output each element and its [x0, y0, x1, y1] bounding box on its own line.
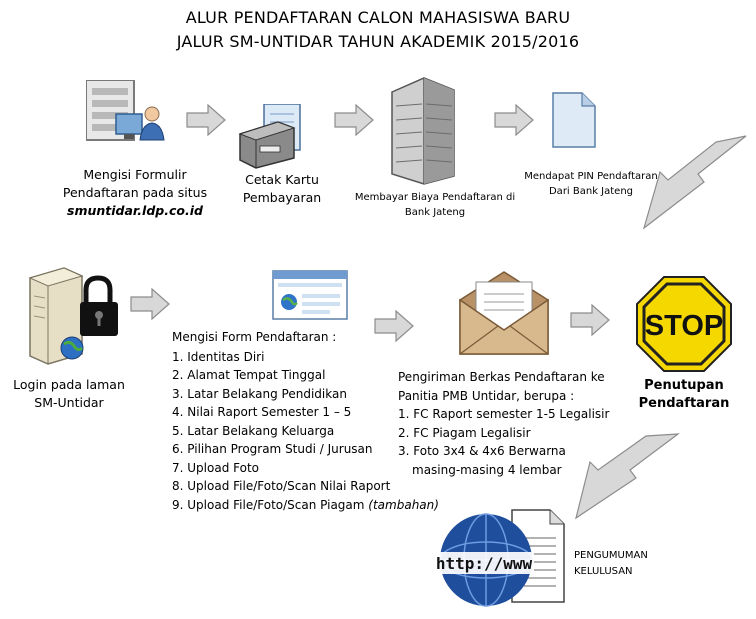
arrow-close-to-announce	[570, 430, 682, 522]
step-send-line1: Pengiriman Berkas Pendaftaran ke	[398, 370, 605, 384]
arrow-fill-to-send	[374, 310, 414, 342]
browser-window-icon	[272, 270, 348, 320]
step-card-label: Cetak Kartu Pembayaran	[242, 172, 322, 205]
step-send-block: Pengiriman Berkas Pendaftaran ke Panitia…	[398, 368, 609, 479]
step-pay-label: Membayar Biaya Pendaftaran di Bank Jaten…	[354, 192, 516, 218]
diagram-title-line1: ALUR PENDAFTARAN CALON MAHASISWA BARU	[185, 8, 571, 27]
list-item: 9. Upload File/Foto/Scan Piagam (tambaha…	[172, 497, 439, 512]
globe-url-text: http://www	[436, 554, 533, 573]
arrow-pay-to-pin	[494, 104, 534, 136]
arrow-pin-to-login	[640, 132, 750, 232]
form-site-url: smuntidar.ldp.co.id	[67, 203, 203, 218]
list-item: 2. FC Piagam Legalisir	[398, 425, 531, 440]
list-item: 6. Pilihan Program Studi / Jurusan	[172, 442, 373, 456]
server-lock-icon	[26, 262, 126, 366]
stop-sign-text: STOP	[645, 310, 723, 342]
step-fill-block: Mengisi Form Pendaftaran : 1. Identitas …	[172, 328, 439, 514]
diagram-title-line2: JALUR SM-UNTIDAR TAHUN AKADEMIK 2015/201…	[176, 32, 580, 51]
arrow-card-to-pay	[334, 104, 374, 136]
step-fill-heading: Mengisi Form Pendaftaran :	[172, 330, 337, 344]
step-login-label: Login pada laman SM-Untidar	[13, 377, 125, 410]
envelope-icon	[458, 270, 550, 356]
list-item: 4. Nilai Raport Semester 1 – 5	[172, 405, 352, 419]
list-item: 8. Upload File/Foto/Scan Nilai Raport	[172, 479, 391, 493]
step-send-list: 1. FC Raport semester 1-5 Legalisir 2. F…	[398, 405, 609, 479]
list-item: 7. Upload Foto	[172, 460, 259, 475]
arrow-send-to-close	[570, 304, 610, 336]
step-send-line2: Panitia PMB Untidar, berupa :	[398, 388, 575, 403]
list-item: 1. Identitas Diri	[172, 349, 265, 364]
step-close-label: Penutupan Pendaftaran	[638, 378, 730, 411]
list-item: 2. Alamat Tempat Tinggal	[172, 368, 326, 382]
document-icon	[552, 92, 596, 148]
step-announce-label: PENGUMUMAN KELULUSAN	[574, 550, 648, 577]
stop-sign-icon: STOP	[636, 276, 732, 372]
bank-building-icon	[384, 76, 460, 186]
step-pin-label: Mendapat PIN Pendaftaran Dari Bank Jaten…	[524, 171, 658, 197]
arrow-form-to-card	[186, 104, 226, 136]
printer-icon	[238, 104, 328, 170]
step-fill-list: 1. Identitas Diri 2. Alamat Tempat Tingg…	[172, 348, 439, 515]
list-item: 3. Latar Belakang Pendidikan	[172, 386, 347, 401]
web-globe-icon: http://www	[432, 502, 568, 614]
list-item: 1. FC Raport semester 1-5 Legalisir	[398, 407, 610, 421]
arrow-login-to-fill	[130, 288, 170, 320]
list-item: masing-masing 4 lembar	[412, 462, 562, 477]
step-form-label: Mengisi Formulir Pendaftaran pada situs …	[40, 166, 230, 220]
form-computer-icon	[86, 80, 166, 150]
list-item: 5. Latar Belakang Keluarga	[172, 423, 335, 438]
list-item: 3. Foto 3x4 & 4x6 Berwarna	[398, 444, 566, 458]
list-item-note: (tambahan)	[368, 497, 439, 512]
